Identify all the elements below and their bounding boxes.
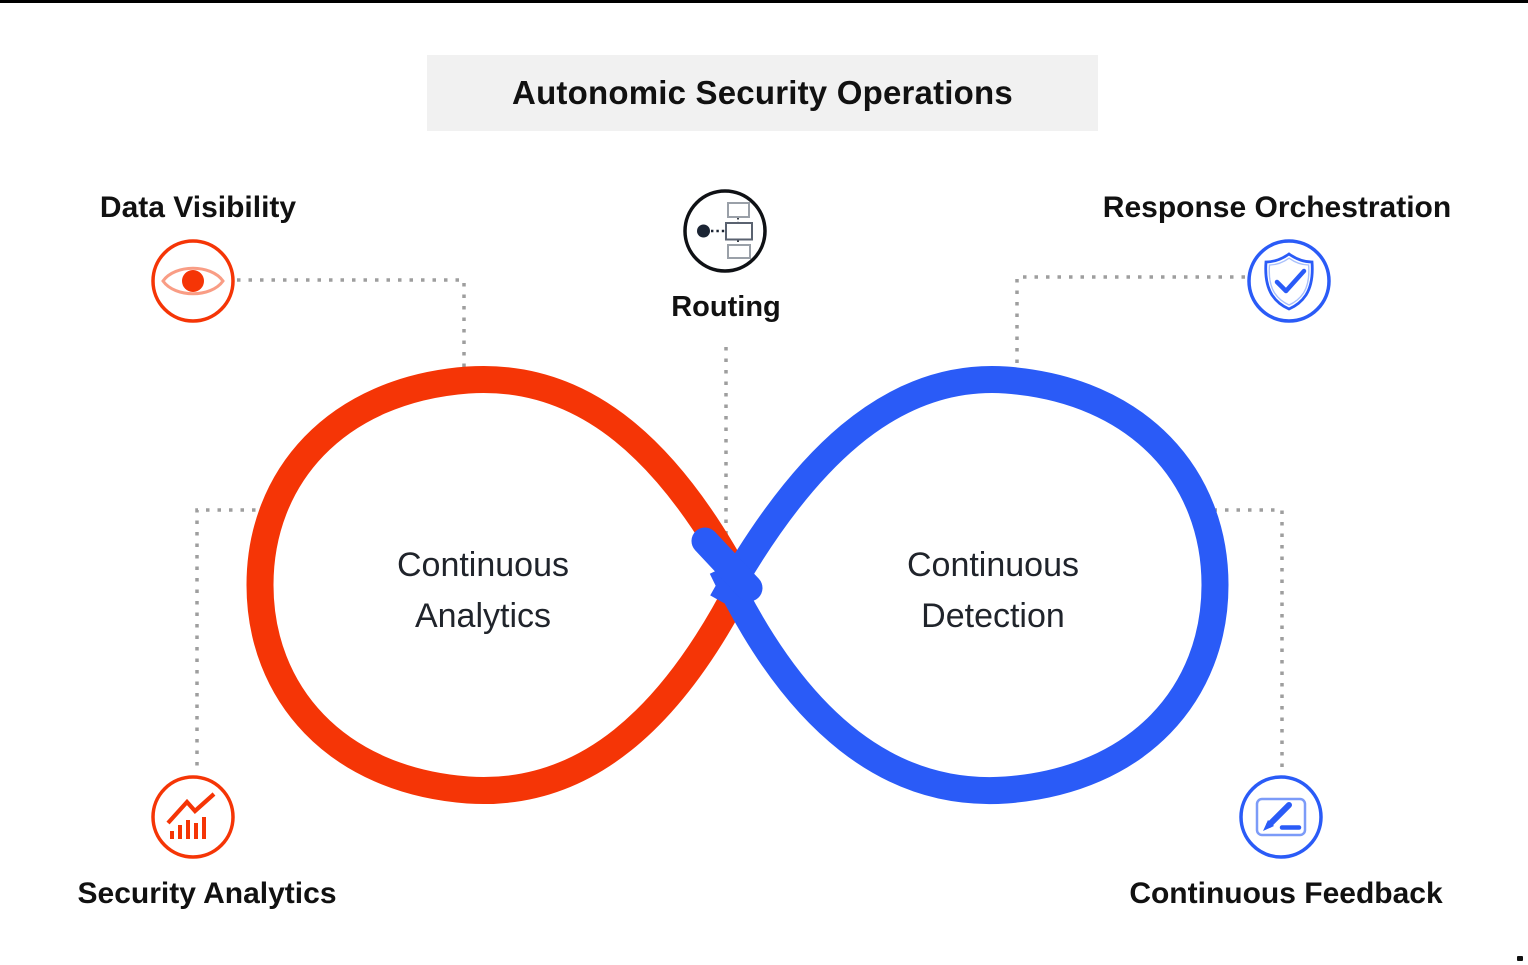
bar-chart-trend-icon xyxy=(150,774,236,860)
title-box: Autonomic Security Operations xyxy=(427,55,1098,131)
connector-response-orchestration xyxy=(1015,275,1245,367)
loop-right-blue xyxy=(709,366,1229,805)
right-loop-label-line1: Continuous xyxy=(906,546,1079,584)
left-loop-label-line2: Analytics xyxy=(414,597,552,635)
connector-security-analytics xyxy=(195,508,267,770)
response-orchestration-label: Response Orchestration xyxy=(1102,191,1452,224)
data-visibility-label: Data Visibility xyxy=(99,191,297,224)
security-analytics-label: Security Analytics xyxy=(77,877,337,910)
connector-data-visibility xyxy=(237,278,466,371)
flowchart-icon xyxy=(682,189,768,275)
left-loop-label: Continuous Analytics xyxy=(323,540,643,642)
eye-icon xyxy=(150,238,236,324)
right-loop-label: Continuous Detection xyxy=(833,540,1153,642)
left-loop-label-line1: Continuous xyxy=(396,546,569,584)
routing-label: Routing xyxy=(671,291,781,323)
right-loop-label-line2: Detection xyxy=(921,597,1065,635)
loop-left-red xyxy=(246,365,757,805)
connector-continuous-feedback xyxy=(1202,508,1284,771)
shield-check-icon xyxy=(1246,238,1332,324)
pen-board-icon xyxy=(1238,774,1324,860)
corner-artifact-dot xyxy=(1517,956,1523,961)
page-title: Autonomic Security Operations xyxy=(512,74,1013,111)
loop-crossing-blue-cap xyxy=(691,527,763,602)
top-border-bar xyxy=(0,0,1528,3)
continuous-feedback-label: Continuous Feedback xyxy=(1129,877,1443,910)
